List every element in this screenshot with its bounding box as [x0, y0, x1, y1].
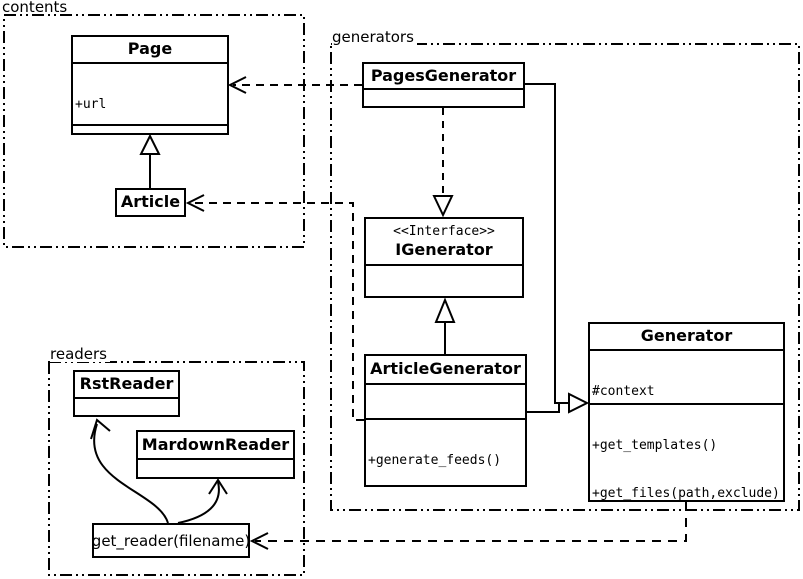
method-line: +get_files(path,exclude) — [592, 486, 780, 500]
class-pagesgenerator-title: PagesGenerator — [370, 65, 517, 85]
class-articlegenerator: ArticleGenerator #articles #dates #tags … — [364, 354, 527, 487]
open-arrowhead-rstreader — [90, 418, 111, 440]
edge-getreader-to-rstreader — [93, 423, 169, 524]
class-mardownreader: MardownReader +read() — [136, 430, 295, 479]
class-page-attributes: +url +slug +summary — [73, 62, 227, 124]
package-border-generators — [330, 43, 800, 511]
package-label-contents: contents — [2, 0, 68, 16]
class-igenerator-methods: +generate_context() +generate_output() — [366, 264, 522, 296]
class-articlegenerator-title: ArticleGenerator — [370, 359, 521, 379]
package-label-generators: generators — [332, 29, 417, 45]
class-page: Page +url +slug +summary +check_properti… — [71, 35, 229, 135]
package-border-contents — [3, 14, 305, 248]
method-line: +generate_feeds() — [368, 452, 502, 468]
edge-pagesgenerator-to-generator — [525, 83, 569, 404]
class-generator-attributes: #context #settings #path #theme #output_… — [590, 349, 783, 403]
class-pagesgenerator: PagesGenerator #pages — [362, 62, 525, 108]
package-border-readers — [48, 361, 305, 576]
edge-generator-to-getreader — [255, 502, 687, 542]
class-articlegenerator-attributes: #articles #dates #tags #categories — [366, 383, 525, 418]
class-page-methods: +check_properties() — [73, 123, 227, 133]
class-generator-title: Generator — [640, 326, 733, 346]
interface-stereotype: <<Interface>> — [393, 224, 495, 240]
class-page-title: Page — [127, 39, 173, 59]
class-generator-methods: +get_templates() +get_files(path,exclude… — [590, 403, 783, 500]
edge-getreader-to-mardownreader — [177, 481, 220, 524]
triangle-arrowhead-generator — [568, 392, 590, 414]
attribute-line: #context — [592, 384, 655, 399]
open-arrowhead-article — [185, 194, 205, 212]
edge-articlegenerator-to-generator — [527, 404, 560, 413]
class-pagesgenerator-attributes: #pages — [364, 88, 523, 106]
node-get-reader: get_reader(filename) — [92, 523, 250, 558]
class-rstreader: RstReader +read() — [73, 370, 180, 417]
class-igenerator-name: IGenerator — [395, 240, 493, 260]
triangle-arrowhead-page — [139, 133, 161, 155]
class-article-title: Article — [120, 192, 181, 212]
attribute-line: +url — [75, 97, 107, 112]
class-generator: Generator #context #settings #path #them… — [588, 322, 785, 502]
method-line: +get_templates() — [592, 438, 718, 454]
class-articlegenerator-methods: +generate_feeds() +generate_pages() — [366, 417, 525, 485]
triangle-arrowhead-igenerator-top — [432, 195, 454, 218]
class-article: Article — [115, 188, 186, 217]
package-label-readers: readers — [50, 346, 110, 362]
open-arrowhead-page — [227, 76, 247, 94]
class-mardownreader-methods: +read() — [138, 458, 293, 477]
class-rstreader-methods: +read() — [75, 397, 178, 415]
open-arrowhead-getreader — [249, 532, 269, 550]
class-rstreader-title: RstReader — [79, 374, 174, 394]
triangle-arrowhead-igenerator-bottom — [434, 297, 456, 323]
get-reader-label: get_reader(filename) — [91, 531, 251, 550]
class-mardownreader-title: MardownReader — [141, 434, 290, 454]
class-igenerator: <<Interface>> IGenerator +generate_conte… — [364, 217, 524, 298]
edge-articlegenerator-to-article — [191, 202, 364, 421]
class-igenerator-title: <<Interface>> IGenerator — [366, 219, 522, 264]
open-arrowhead-mardownreader — [208, 478, 228, 495]
